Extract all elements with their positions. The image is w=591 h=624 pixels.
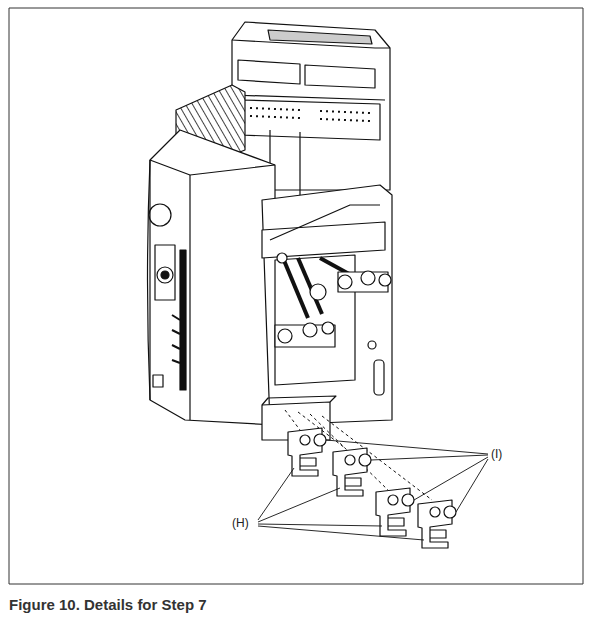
terminal-lugs — [288, 428, 456, 548]
callout-letter: (H) — [231, 516, 250, 530]
leader-lines — [258, 440, 488, 540]
terminal-bolts — [275, 253, 391, 347]
figure-frame — [9, 8, 583, 584]
figure-caption: Figure 10. Details for Step 7 — [9, 596, 207, 613]
breaker-housing — [148, 130, 276, 425]
tie-rods — [283, 258, 360, 318]
mounting-plate — [262, 185, 392, 440]
alignment-lines — [285, 410, 432, 500]
callout-letter: (I) — [490, 447, 503, 461]
